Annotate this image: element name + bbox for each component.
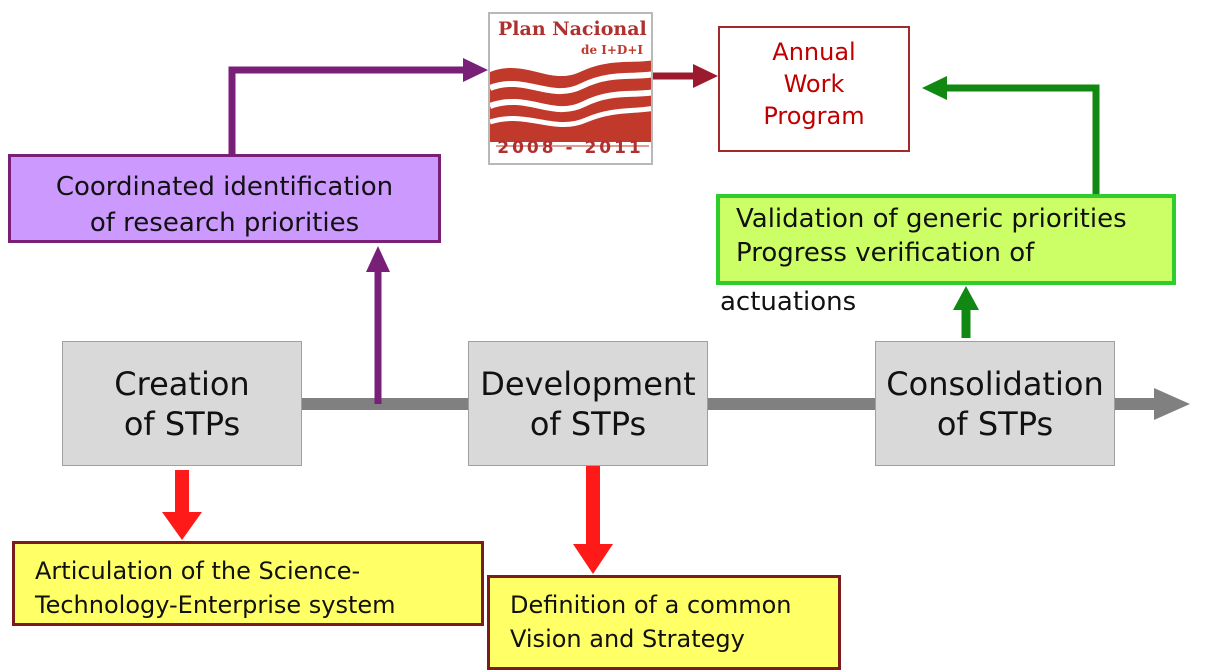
green-arrow-to-annual: [922, 76, 1100, 194]
green-arrow-up: [953, 286, 979, 338]
validation-box: Validation of generic priorities Progres…: [716, 194, 1176, 285]
plan-nacional-logo: Plan Nacional de I+D+I 2008 - 2011: [488, 12, 653, 165]
coordinated-identification-text: Coordinated identification of research p…: [55, 172, 394, 238]
articulation-box: Articulation of the Science- Technology-…: [12, 541, 484, 626]
red-arrow-development: [573, 466, 613, 574]
coordinated-identification-box: Coordinated identification of research p…: [8, 154, 441, 243]
logo-title: Plan Nacional: [498, 18, 647, 40]
development-stage-label: Development of STPs: [480, 364, 696, 443]
logo-subtitle: de I+D+I: [581, 43, 643, 57]
logo-waves: [490, 60, 651, 147]
creation-stage-label: Creation of STPs: [114, 364, 250, 443]
purple-arrow-up: [366, 246, 390, 404]
purple-arrow-to-plan: [228, 58, 488, 154]
consolidation-stage-box: Consolidation of STPs: [875, 341, 1115, 466]
annual-work-program-box: Annual Work Program: [718, 26, 910, 152]
validation-line-2: Progress verification of: [736, 238, 1035, 268]
validation-line-3: actuations: [720, 287, 857, 317]
creation-stage-box: Creation of STPs: [62, 341, 302, 466]
red-arrow-creation: [162, 470, 202, 540]
definition-box: Definition of a common Vision and Strate…: [487, 575, 841, 670]
development-stage-box: Development of STPs: [468, 341, 708, 466]
logo-years: 2008 - 2011: [497, 138, 644, 158]
plan-to-annual-arrow: [653, 64, 718, 88]
validation-line-1: Validation of generic priorities: [736, 204, 1127, 234]
consolidation-stage-label: Consolidation of STPs: [886, 364, 1104, 443]
